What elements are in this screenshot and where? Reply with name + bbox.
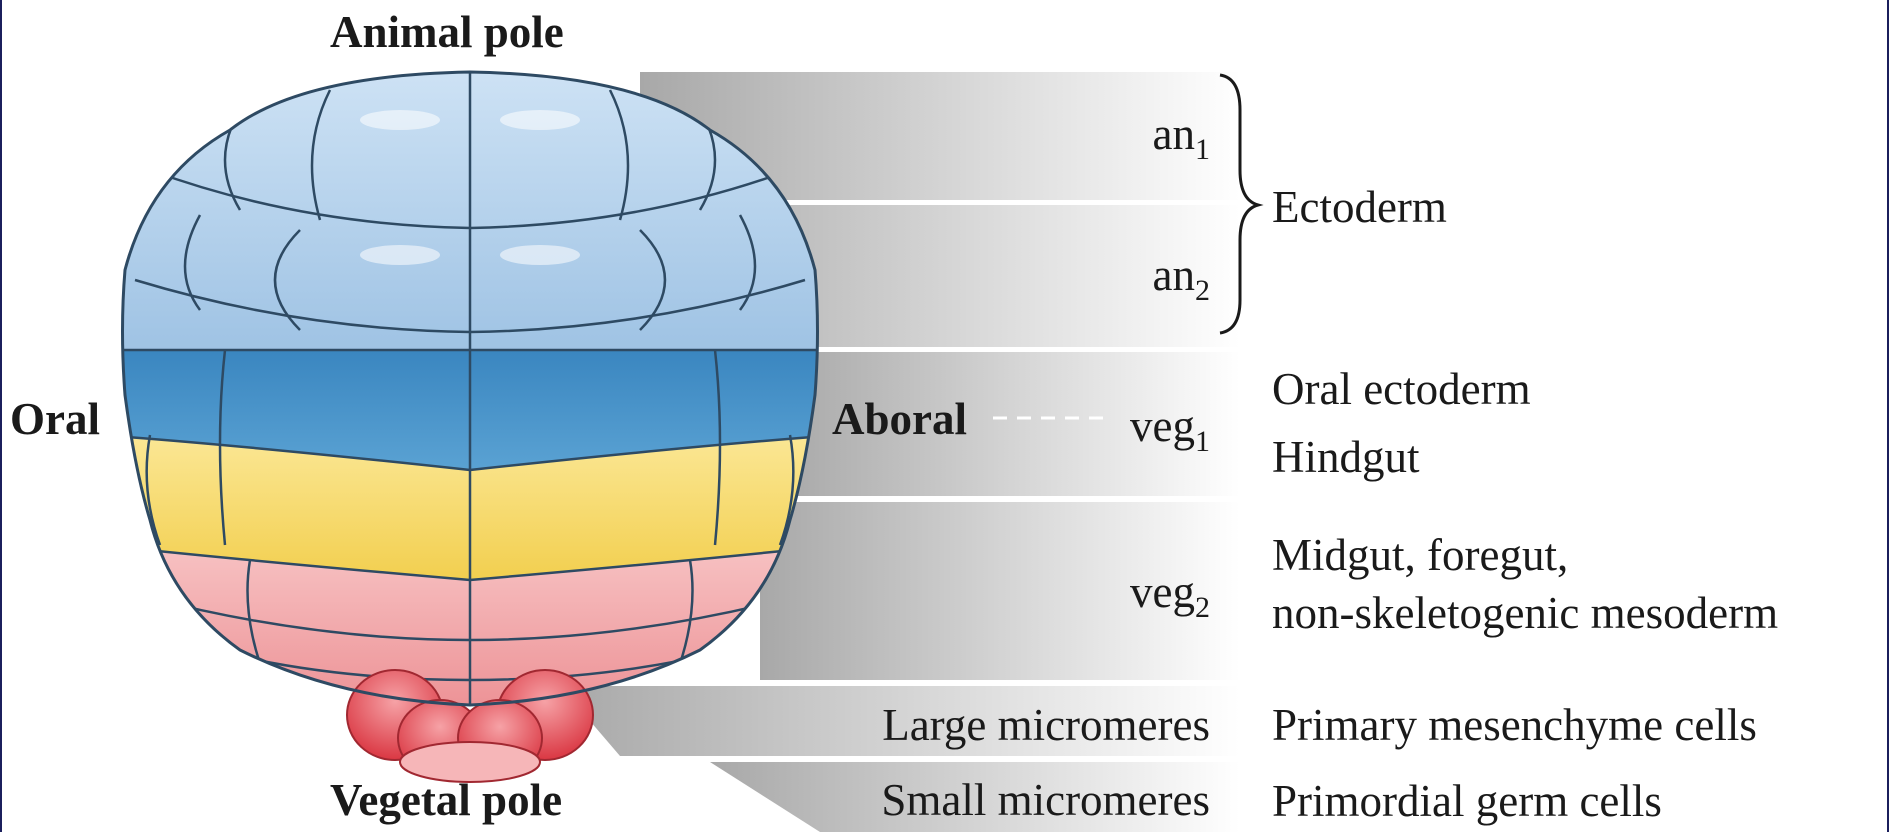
oral-label: Oral bbox=[10, 397, 100, 442]
vegetal-pole-label: Vegetal pole bbox=[330, 778, 562, 823]
tier-large-micromeres-label: Large micromeres bbox=[770, 703, 1210, 748]
tier-an1-label: an1 bbox=[770, 112, 1210, 165]
fate-small-micromeres: Primordial germ cells bbox=[1272, 774, 1662, 828]
fate-large-micromeres: Primary mesenchyme cells bbox=[1272, 698, 1757, 752]
tier-small-micromeres-label: Small micromeres bbox=[770, 778, 1210, 823]
fate-ectoderm: Ectoderm bbox=[1272, 180, 1447, 234]
fate-veg1-oral-ectoderm: Oral ectoderm bbox=[1272, 362, 1531, 416]
tier-veg1-label: veg1 bbox=[770, 404, 1210, 457]
tier-veg2-label: veg2 bbox=[770, 570, 1210, 623]
tier-an2-label: an2 bbox=[770, 253, 1210, 306]
fate-veg2-line2: non-skeletogenic mesoderm bbox=[1272, 586, 1778, 640]
fate-veg2-line1: Midgut, foregut, bbox=[1272, 528, 1568, 582]
animal-pole-label: Animal pole bbox=[330, 10, 564, 55]
fate-veg1-hindgut: Hindgut bbox=[1272, 430, 1420, 484]
